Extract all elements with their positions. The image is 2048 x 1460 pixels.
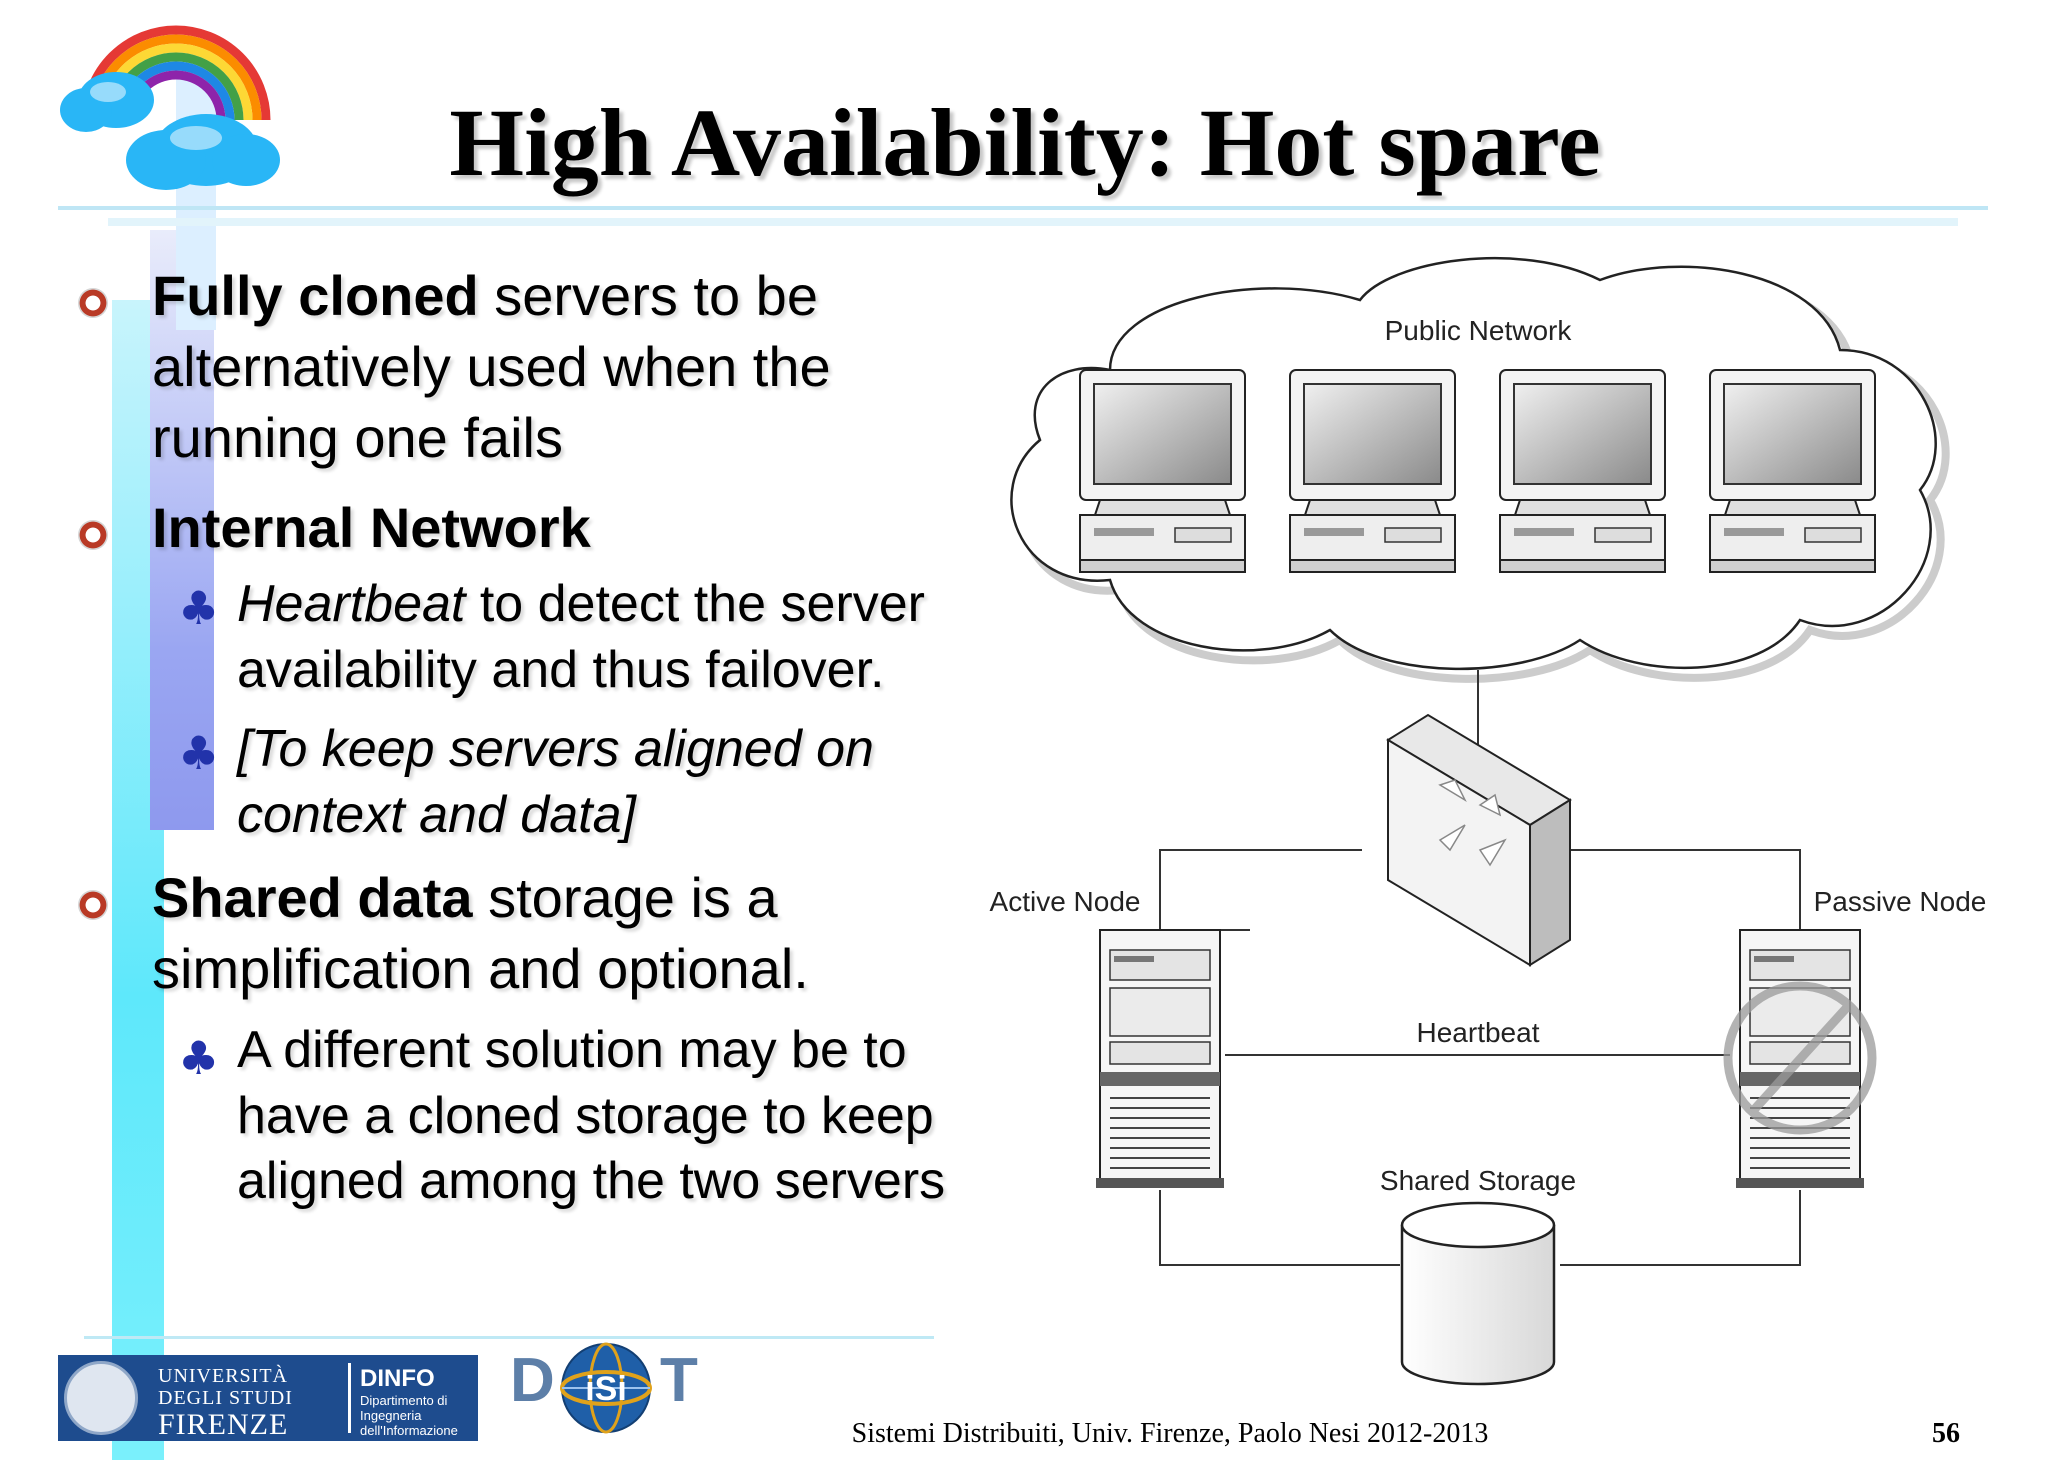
hot-spare-diagram: Public Network	[990, 257, 1987, 1386]
unifi-dinfo-logo: UNIVERSITÀ DEGLI STUDI FIRENZE DINFO Dip…	[58, 1355, 478, 1441]
club-bullet-icon: ♣	[178, 1031, 220, 1085]
disit-logo: D iSi T	[500, 1340, 700, 1440]
subbullet-italic: [To keep servers aligned on context and …	[237, 720, 874, 844]
bullet-circle-icon	[78, 890, 108, 920]
page-number: 56	[1932, 1418, 1960, 1449]
logo-divider	[348, 1363, 351, 1433]
subbullet-heartbeat: Heartbeat to detect the server availabil…	[237, 572, 997, 703]
subbullet-italic: Heartbeat	[237, 575, 466, 633]
lavender-vertical-band	[150, 230, 214, 830]
bullet-fully-cloned: Fully cloned servers to be alternatively…	[152, 260, 972, 473]
disit-letter-t: T	[660, 1346, 698, 1415]
subbullet-text: A different solution may be to have a cl…	[237, 1021, 946, 1211]
dinfo-text: DINFO Dipartimento di Ingegneria dell'In…	[360, 1365, 478, 1438]
slide-title: High Availability: Hot spare	[449, 89, 1601, 196]
heartbeat-label: Heartbeat	[1417, 1017, 1540, 1048]
unifi-line1: UNIVERSITÀ	[158, 1365, 288, 1387]
client-computer-icon	[1079, 369, 1246, 573]
bullet-bold: Fully cloned	[152, 264, 479, 327]
unifi-line3: FIRENZE	[158, 1408, 289, 1441]
client-computer-icon	[1289, 369, 1456, 573]
dinfo-line2: Ingegneria dell'Informazione	[360, 1408, 458, 1438]
active-node-label: Active Node	[990, 886, 1141, 917]
client-computer-icon	[1499, 369, 1666, 573]
public-network-label: Public Network	[1385, 315, 1573, 346]
bullet-circle-icon	[78, 288, 108, 318]
unifi-line2: DEGLI STUDI	[158, 1387, 293, 1409]
university-seal-icon	[64, 1361, 138, 1435]
unifi-text: UNIVERSITÀ DEGLI STUDI FIRENZE	[158, 1365, 293, 1441]
disit-letter-d: D	[510, 1346, 555, 1415]
title-underline-lower	[108, 218, 1958, 226]
shared-storage-cylinder-icon	[1400, 1201, 1556, 1386]
active-server-icon	[1096, 929, 1224, 1188]
bullet-rest: storage is a simplification and optional…	[152, 866, 809, 1001]
club-bullet-icon: ♣	[178, 726, 220, 780]
rainbow-cloud-logo	[60, 25, 280, 190]
subbullet-cloned-storage: A different solution may be to have a cl…	[237, 1018, 997, 1215]
disit-middle-letters: iSi	[585, 1370, 627, 1408]
club-bullet-icon: ♣	[178, 581, 220, 635]
subbullet-rest: to detect the server availability and th…	[237, 575, 925, 699]
client-computer-icon	[1709, 369, 1876, 573]
footer-course-credit: Sistemi Distribuiti, Univ. Firenze, Paol…	[851, 1418, 1489, 1449]
network-switch-icon	[1386, 713, 1572, 967]
bullet-bold: Internal Network	[152, 496, 591, 559]
disabled-prohibited-icon	[1723, 981, 1877, 1135]
dinfo-name: DINFO	[360, 1365, 435, 1392]
passive-node-label: Passive Node	[1814, 886, 1987, 917]
globe-icon: iSi	[560, 1342, 652, 1434]
shared-storage-label: Shared Storage	[1380, 1165, 1576, 1196]
footer-line	[84, 1336, 934, 1339]
subbullet-keep-aligned: [To keep servers aligned on context and …	[237, 717, 997, 848]
dinfo-line1: Dipartimento di	[360, 1393, 448, 1408]
bullet-rest: servers to be alternatively used when th…	[152, 264, 831, 470]
bullet-circle-icon	[78, 520, 108, 550]
lightblue-vertical-band	[176, 70, 216, 330]
bullet-internal-network: Internal Network	[152, 492, 972, 563]
bullet-bold: Shared data	[152, 866, 473, 929]
title-underline	[58, 206, 1988, 210]
bullet-shared-data: Shared data storage is a simplification …	[152, 862, 972, 1004]
